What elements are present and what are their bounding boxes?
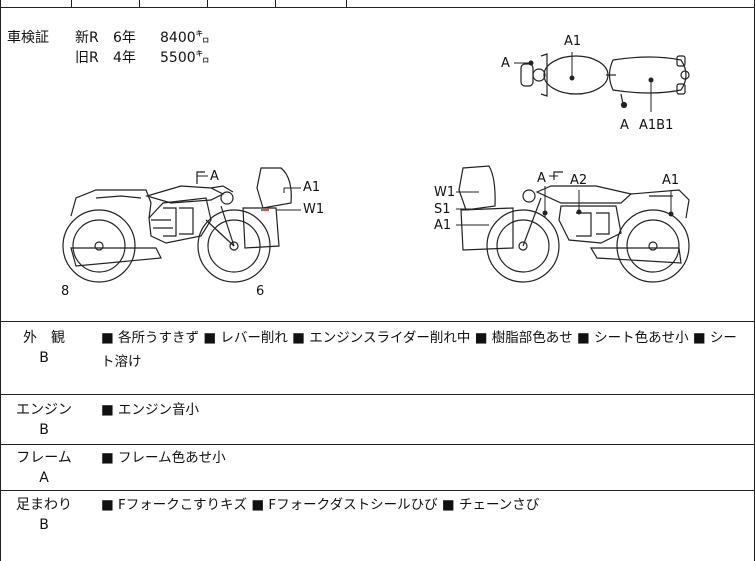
section-suspension: 足まわり B ■ Fフォークこすりキズ ■ Fフォークダストシールひび ■ チェ… [1, 491, 755, 561]
divider [139, 0, 140, 8]
mark-top-a-lower: A [620, 118, 629, 133]
section-name: フレーム [16, 450, 72, 466]
section-notes: ■ 各所うすきず ■ レバー削れ ■ エンジンスライダー削れ中 ■ 樹脂部色あせ… [101, 330, 737, 370]
divider [71, 0, 72, 8]
section-notes: ■ エンジン音小 [101, 402, 200, 418]
new-inspection-years: 6年 [113, 30, 136, 46]
divider [207, 0, 208, 8]
section-name: 足まわり [16, 497, 72, 513]
section-notes: ■ Fフォークこすりキズ ■ Fフォークダストシールひび ■ チェーンさび [101, 497, 540, 513]
section-grade: B [39, 517, 49, 533]
mark-right-a1-front: A1 [434, 218, 451, 233]
top-view-motorcycle [520, 53, 690, 109]
mark-left-a1: A1 [303, 180, 320, 195]
section-grade: A [39, 470, 49, 486]
mark-left-8: 8 [61, 284, 69, 299]
section-category: フレーム A [1, 448, 87, 488]
mark-right-w1: W1 [434, 185, 455, 200]
section-category: エンジン B [1, 400, 87, 440]
new-inspection-mileage: 8400㌔ [160, 30, 210, 46]
mark-top-a1b1: A1B1 [639, 118, 673, 133]
section-frame: フレーム A ■ フレーム色あせ小 [1, 445, 755, 491]
mark-left-6: 6 [256, 284, 264, 299]
left-view-leaders [197, 175, 301, 211]
new-inspection-label: 新R [75, 30, 99, 46]
section-engine: エンジン B ■ エンジン音小 [1, 395, 755, 445]
section-notes: ■ フレーム色あせ小 [101, 450, 226, 466]
mark-right-a1-rear: A1 [662, 173, 679, 188]
section-name: 外 観 [23, 330, 65, 346]
section-category: 足まわり B [1, 495, 87, 535]
top-view-leaders [514, 52, 654, 112]
old-inspection-mileage: 5500㌔ [160, 50, 210, 66]
section-exterior: 外 観 B ■ 各所うすきず ■ レバー削れ ■ エンジンスライダー削れ中 ■ … [1, 323, 755, 395]
section-grade: B [39, 422, 49, 438]
section-category: 外 観 B [1, 328, 87, 368]
right-view-leaders [456, 175, 674, 226]
mark-right-a: A [537, 171, 546, 186]
section-grade: B [39, 350, 49, 366]
damage-diagram-panel: 車検証 新R 6年 8400㌔ 旧R 4年 5500㌔ [1, 8, 755, 322]
divider [346, 0, 347, 8]
right-view-motorcycle [458, 165, 690, 283]
mark-right-s1: S1 [434, 202, 451, 217]
header-row-remnant [1, 0, 755, 8]
motorcycle-diagrams: A1 A A A1B1 [61, 34, 690, 299]
mark-left-w1: W1 [303, 202, 324, 217]
old-inspection-label: 旧R [75, 50, 99, 66]
divider [275, 0, 276, 8]
mark-top-a1: A1 [564, 34, 581, 49]
left-view-motorcycle [62, 167, 292, 283]
old-inspection-years: 4年 [113, 50, 136, 66]
mark-right-a2: A2 [570, 173, 587, 188]
mark-left-a: A [210, 169, 219, 184]
inspection-label: 車検証 [7, 30, 49, 46]
section-name: エンジン [16, 402, 72, 418]
mark-top-a: A [501, 56, 510, 71]
